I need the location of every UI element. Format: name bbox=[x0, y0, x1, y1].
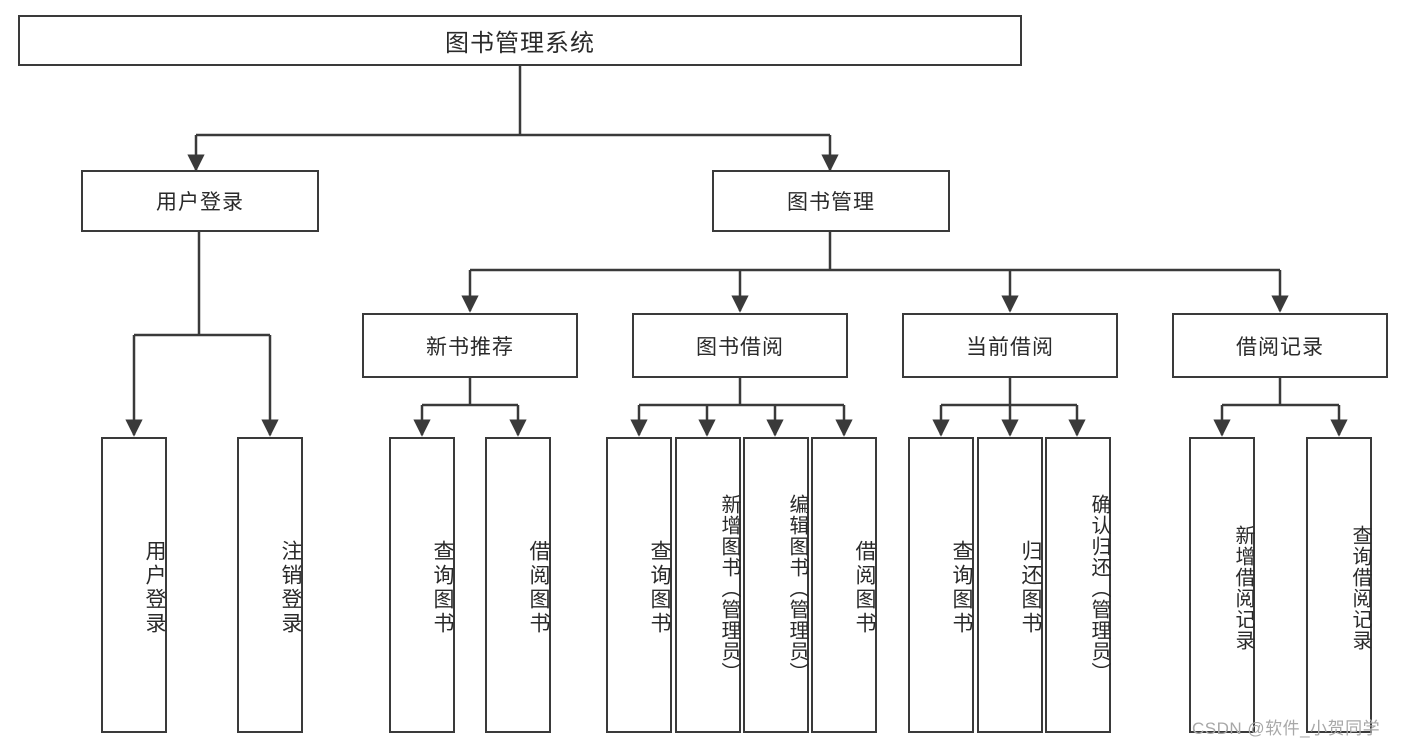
node-root-system[interactable]: 图书管理系统 bbox=[18, 15, 1022, 66]
leaf-book-borrow-edit[interactable]: 编辑图书（管理员） bbox=[743, 437, 809, 733]
leaf-new-book-query[interactable]: 查询图书 bbox=[389, 437, 455, 733]
leaf-borrow-record-add[interactable]: 新增借阅记录 bbox=[1189, 437, 1255, 733]
leaf-label: 查询借阅记录 bbox=[1349, 525, 1371, 651]
leaf-label: 新增借阅记录 bbox=[1232, 525, 1254, 651]
node-book-borrow[interactable]: 图书借阅 bbox=[632, 313, 848, 378]
leaf-label: 用户登录 bbox=[143, 540, 166, 636]
node-book-manage[interactable]: 图书管理 bbox=[712, 170, 950, 232]
node-new-book-recommend[interactable]: 新书推荐 bbox=[362, 313, 578, 378]
node-borrow-record[interactable]: 借阅记录 bbox=[1172, 313, 1388, 378]
csdn-watermark: CSDN @软件_小贺同学 bbox=[1192, 719, 1381, 738]
node-user-login[interactable]: 用户登录 bbox=[81, 170, 319, 232]
leaf-current-borrow-confirm-return[interactable]: 确认归还（管理员） bbox=[1045, 437, 1111, 733]
leaf-user-login-signin[interactable]: 用户登录 bbox=[101, 437, 167, 733]
leaf-book-borrow-borrow[interactable]: 借阅图书 bbox=[811, 437, 877, 733]
leaf-current-borrow-query[interactable]: 查询图书 bbox=[908, 437, 974, 733]
leaf-label: 新增图书（管理员） bbox=[718, 493, 740, 683]
leaf-label: 确认归还（管理员） bbox=[1088, 493, 1110, 683]
leaf-book-borrow-query[interactable]: 查询图书 bbox=[606, 437, 672, 733]
node-book-borrow-label: 图书借阅 bbox=[696, 335, 784, 359]
node-user-login-label: 用户登录 bbox=[156, 191, 244, 214]
leaf-current-borrow-return[interactable]: 归还图书 bbox=[977, 437, 1043, 733]
node-current-borrow-label: 当前借阅 bbox=[966, 335, 1054, 359]
leaf-label: 注销登录 bbox=[279, 540, 302, 636]
leaf-label: 查询图书 bbox=[431, 540, 454, 636]
node-root-label: 图书管理系统 bbox=[445, 30, 595, 57]
leaf-label: 编辑图书（管理员） bbox=[786, 493, 808, 683]
node-current-borrow[interactable]: 当前借阅 bbox=[902, 313, 1118, 378]
leaf-new-book-borrow[interactable]: 借阅图书 bbox=[485, 437, 551, 733]
leaf-label: 借阅图书 bbox=[527, 540, 550, 636]
leaf-label: 查询图书 bbox=[950, 540, 973, 636]
node-book-manage-label: 图书管理 bbox=[787, 191, 875, 214]
leaf-book-borrow-add[interactable]: 新增图书（管理员） bbox=[675, 437, 741, 733]
leaf-label: 查询图书 bbox=[648, 540, 671, 636]
node-new-book-recommend-label: 新书推荐 bbox=[426, 335, 514, 359]
node-borrow-record-label: 借阅记录 bbox=[1236, 335, 1324, 359]
leaf-user-login-signout[interactable]: 注销登录 bbox=[237, 437, 303, 733]
leaf-borrow-record-query[interactable]: 查询借阅记录 bbox=[1306, 437, 1372, 733]
leaf-label: 借阅图书 bbox=[853, 540, 876, 636]
leaf-label: 归还图书 bbox=[1019, 540, 1042, 636]
